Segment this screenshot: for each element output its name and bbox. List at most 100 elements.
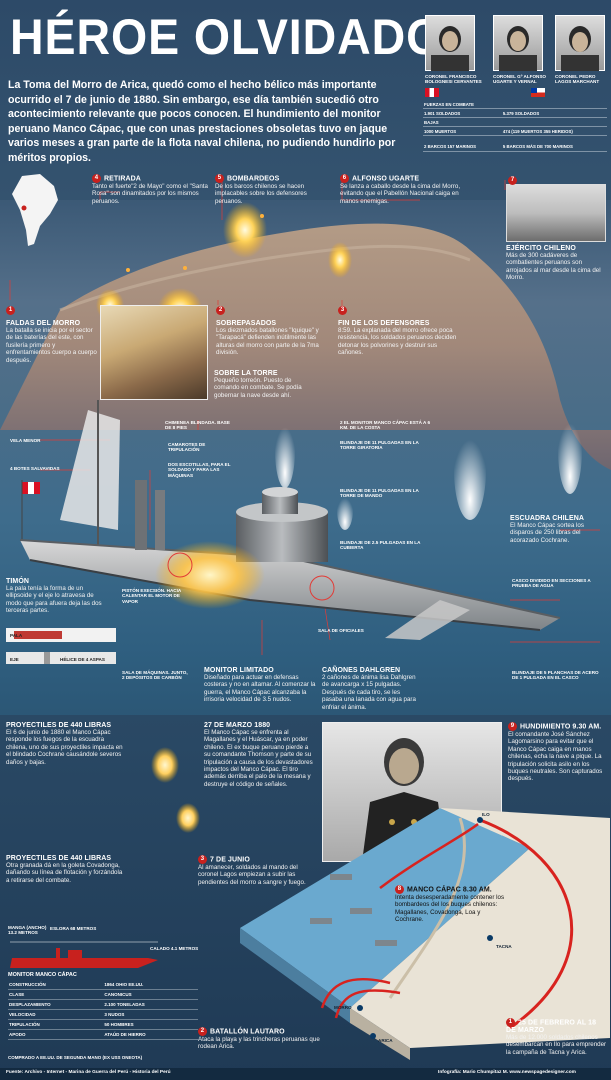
label-pala: PALA [10, 633, 23, 638]
callout-number: 2 [198, 1027, 207, 1036]
spec-value: 1864 OHIO EE.UU. [103, 980, 198, 990]
callout-number: 1 [506, 1018, 515, 1027]
callout-ejercito: 7 EJÉRCITO CHILENO Más de 300 cadáveres … [506, 176, 608, 282]
stats-chile-bajas: 474 (119 MUERTOS 355 HERIDOS) [501, 126, 607, 136]
callout-proy1-title: PROYECTILES DE 440 LIBRAS [6, 722, 112, 729]
callout-escuadra: ESCUADRA CHILENA El Manco Cápac sortea l… [510, 515, 608, 544]
dim-calado: CALADO 4.1 METROS [150, 946, 199, 951]
label-blindaje-1: BLINDAJE DE 11 PULGADAS EN LA TORRE GIRA… [340, 440, 419, 451]
callout-junio7-title: 7 DE JUNIO [210, 856, 250, 864]
dim-eslora: ESLORA 68 METROS [50, 926, 97, 931]
callout-ejercito-text: Más de 300 cadáveres de combatientes per… [506, 252, 601, 282]
callout-torre-title: SOBRE LA TORRE [214, 370, 278, 377]
callout-number: 2 [216, 306, 225, 316]
callout-faldas-title: FALDAS DEL MORRO [6, 320, 81, 327]
map-label-arica: ARICA [378, 1038, 393, 1043]
callout-torre: SOBRE LA TORRE Pequeño torreón. Puesto d… [214, 370, 314, 399]
page-title: HÉROE OLVIDADO [10, 9, 444, 65]
specs-footer: COMPRADO A EE.UU. DE SEGUNDA MANO (EX US… [8, 1055, 143, 1060]
callout-fin: 3 FIN DE LOS DEFENSORES 8:59. La explana… [338, 302, 458, 357]
callout-escuadra-title: ESCUADRA CHILENA [510, 515, 585, 522]
callout-hundimiento-title: HUNDIMIENTO 9.30 am. [520, 723, 602, 731]
monitor-ship-illustration [19, 400, 582, 640]
label-botes: 4 BOTES SALVAVIDAS [10, 466, 60, 471]
label-camarotes: CAMAROTES DE TRIPULACIÓN [168, 442, 206, 453]
callout-proy2-title: PROYECTILES DE 440 LIBRAS [6, 855, 112, 862]
callout-faldas: 1 FALDAS DEL MORRO La batalla se inicia … [6, 302, 98, 364]
stats-label-bajas: BAJAS [423, 117, 607, 127]
label-vela: VELA MENOR [10, 438, 41, 443]
peru-flag [425, 88, 439, 97]
callout-marzo27-text: El Manco Cápac se enfrenta al Magallanes… [204, 729, 313, 788]
callout-number: 1 [6, 306, 15, 316]
callout-ejercito-title: EJÉRCITO CHILENO [506, 245, 576, 252]
dim-manga: MANGA (ancho) 13.2 METROS [8, 925, 47, 936]
callout-manco830-text: Intenta desesperadamente contener los bo… [395, 894, 505, 924]
callout-sobrepasados-title: SOBREPASADOS [216, 320, 277, 327]
callout-lautaro-title: BATALLÓN LAUTARO [210, 1028, 285, 1036]
callout-lautaro-text: Ataca la playa y las trincheras peruanas… [198, 1036, 320, 1051]
chile-flag [531, 88, 545, 97]
label-oficiales: SALA DE OFICIALES [318, 628, 364, 633]
callout-number: 4 [92, 174, 101, 183]
callout-canones-text: 2 cañones de ánima lisa Dahlgren de avan… [322, 674, 416, 711]
south-america-map [12, 174, 58, 246]
label-blindaje-2: BLINDAJE DE 11 PULGADAS EN LA TORRE DE M… [340, 488, 419, 499]
callout-retirada-text: Tanto el fuerte"2 de Mayo" como el "Sant… [92, 183, 208, 205]
stats-chile-forces: 5.379 SOLDADOS [501, 108, 607, 118]
spec-value: 3 NUDOS [103, 1009, 198, 1020]
callout-fin-title: FIN DE LOS DEFENSORES [338, 320, 430, 327]
portraits-faces [431, 26, 599, 71]
stats-peru-bajas: 1000 MUERTOS [423, 126, 502, 136]
arica-battle-map [240, 808, 610, 1060]
callout-hundimiento-text: El comandante José Sánchez Lagomarsino p… [508, 731, 603, 783]
callout-manco830-title: MANCO CÁPAC 8.30 am. [407, 886, 492, 894]
specs-title: MONITOR MANCO CÁPAC [8, 972, 77, 978]
callout-ugarte-text: Se lanza a caballo desde la cima del Mor… [340, 183, 461, 205]
label-maquinas: SALA DE MÁQUINAS. JUNTO, 2 DEPÓSITOS DE … [122, 670, 188, 681]
footer-source: Fuente: Archivo - Internet - Marina de G… [6, 1070, 171, 1075]
rudder-diagram [6, 628, 116, 664]
ship-profile-diagram [10, 941, 158, 968]
callout-number: 3 [198, 855, 207, 864]
label-casco: CASCO DIVIDIDO EN SECCIONES A PRUEBA DE … [512, 578, 591, 589]
intro-text: La Toma del Morro de Arica, quedó como e… [8, 79, 396, 164]
callout-monitor-title: MONITOR LIMITADO [204, 667, 274, 674]
callout-marzo27: 27 DE MARZO 1880 El Manco Cápac se enfre… [204, 722, 316, 788]
label-blindaje-4: BLINDAJE DE 5 PLANCHAS DE ACERO DE 1 PUL… [512, 670, 599, 681]
callout-sobrepasados-text: Los diezmados batallones "Iquique" y "Ta… [216, 327, 319, 357]
callout-fin-text: 8:59. La explanada del morro ofrece poca… [338, 327, 457, 357]
callout-monitor: MONITOR LIMITADO Diseñado para actuar en… [204, 667, 316, 704]
label-torre-km: 2 EL MONITOR MANCO CÁPAC ESTÁ A 6 KM. DE… [340, 420, 431, 431]
spec-key: VELOCIDAD [8, 1009, 104, 1020]
callout-proy1-text: El 6 de junio de 1880 el Manco Cápac res… [6, 729, 123, 766]
label-piston: PISTÓN EXECSIÓN. HACIA CALENTAR EL MOTOR… [122, 588, 182, 604]
callout-escuadra-text: El Manco Cápac sortea los disparos de 25… [510, 522, 584, 544]
label-blindaje-3: BLINDAJE DE 2.5 PULGADAS EN LA CUBIERTA [340, 540, 421, 551]
callout-monitor-text: Diseñado para actuar en defensas costera… [204, 674, 316, 704]
callout-timon: TIMÓN La pala tenía la forma de un ellip… [6, 578, 106, 615]
battle-painting [100, 305, 208, 400]
callout-timon-text: La pala tenía la forma de un ellipsoide … [6, 585, 102, 615]
callout-timon-title: TIMÓN [6, 578, 30, 585]
callout-sobrepasados: 2 SOBREPASADOS Los diezmados batallones … [216, 302, 334, 357]
commander-1-name: CORONEL FRANCISCO BOLOGNESI CERVANTES [425, 74, 482, 85]
spec-key: TRIPULACIÓN [8, 1019, 104, 1030]
callout-retirada-title: RETIRADA [104, 175, 141, 183]
callout-number: 5 [215, 174, 224, 183]
spec-value: ATAÚD DE HIERRO [103, 1029, 198, 1040]
